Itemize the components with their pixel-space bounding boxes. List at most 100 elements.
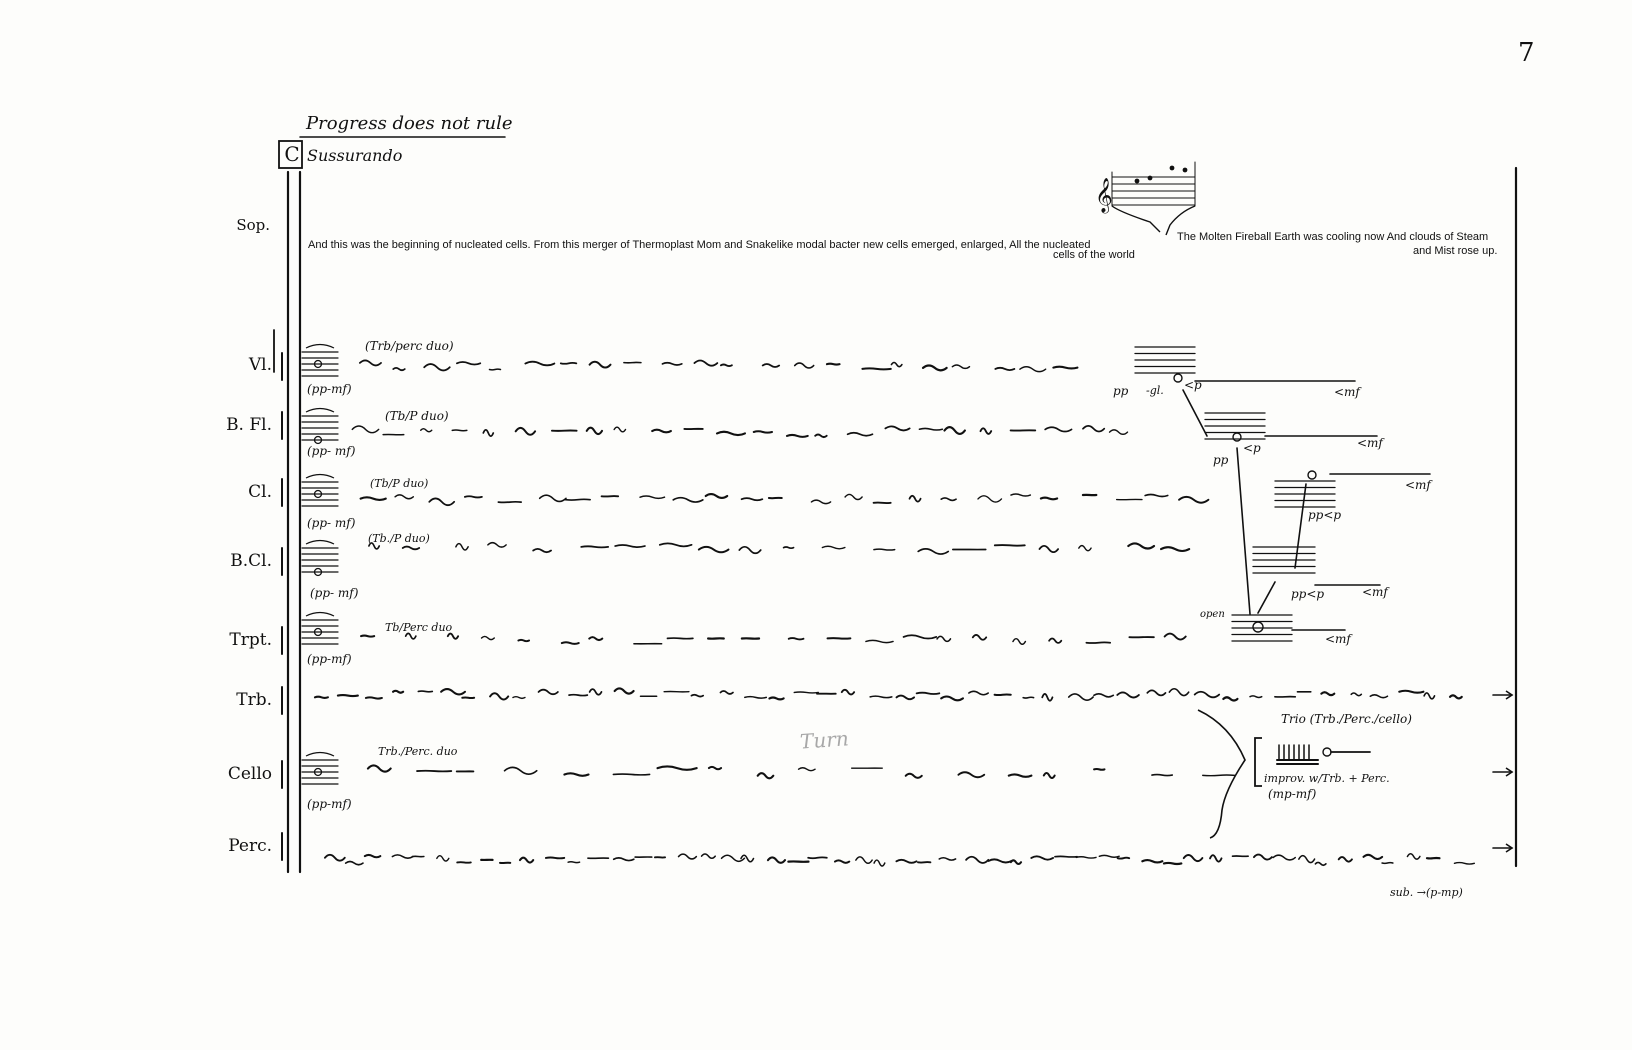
slur-mark (305, 611, 335, 617)
percussion-figure (363, 853, 382, 859)
trombone-figure (1350, 692, 1363, 697)
vl-start-dynamic: pp (1113, 384, 1129, 398)
violin-figure (588, 360, 612, 369)
cello-figure (1042, 772, 1056, 779)
bass-clarinet-figure (782, 546, 795, 550)
percussion-figure (1075, 856, 1097, 859)
trumpet-figure (826, 637, 852, 640)
percussion-figure (436, 855, 450, 862)
trumpet-figure (517, 638, 531, 643)
percussion-figure (855, 856, 873, 865)
clarinet-figure (940, 497, 957, 502)
notehead (313, 627, 323, 637)
trio-dynamic: (mp-mf) (1268, 787, 1317, 801)
bass-flute-figure (846, 431, 874, 437)
violin-figure (359, 359, 382, 367)
bfl-start-dynamic: pp (1213, 453, 1229, 467)
instrument-label-trumpet: Trpt. (229, 630, 272, 650)
lyrics-line-1: And this was the beginning of nucleated … (308, 239, 1091, 251)
bass-clarinet-figure (368, 542, 381, 550)
tempo-marking: Sussurando (307, 146, 403, 165)
bass-clarinet-figure (1038, 545, 1060, 554)
vl-cresc: <p (1184, 378, 1202, 392)
dynamic-bass-clarinet: (pp- mf) (310, 586, 359, 600)
trombone-figure (417, 690, 434, 693)
instrument-label-bass-clarinet: B.Cl. (230, 551, 272, 571)
percussion-figure (1298, 854, 1316, 864)
trio-title: Trio (Trb./Perc./cello) (1281, 712, 1412, 726)
percussion-figure (1253, 853, 1273, 861)
trombone-figure (895, 694, 916, 701)
violin-figure (693, 359, 719, 367)
trumpet-figure (902, 634, 938, 640)
trumpet-figure (404, 632, 417, 640)
connector-line (1294, 483, 1307, 569)
clarinet-figure (394, 494, 415, 500)
bass-flute-figure (1108, 429, 1129, 435)
percussion-figure (544, 856, 566, 860)
trumpet-figure (446, 632, 460, 640)
clarinet-figure (704, 493, 729, 499)
connector-line (1182, 389, 1208, 437)
rehearsal-box (278, 140, 303, 169)
percussion-figure (1030, 855, 1055, 861)
violin-figure (488, 368, 502, 371)
bass-clarinet-figure (917, 548, 950, 555)
trombone-figure (336, 694, 359, 698)
page-number: 7 (1518, 38, 1535, 68)
trombone-figure (537, 688, 559, 696)
trombone-figure (840, 688, 856, 696)
trombone-figure (915, 691, 941, 695)
soprano-note (1147, 175, 1153, 181)
trio-instruction: improv. w/Trb. + Perc. (1264, 772, 1390, 785)
violin-figure (951, 364, 971, 370)
percussion-figure (1162, 861, 1183, 866)
notehead (313, 359, 323, 369)
bass-clarinet-figure (532, 547, 552, 554)
violin-figure (761, 363, 781, 368)
trumpet-figure (1012, 637, 1027, 646)
notehead (313, 567, 323, 577)
cl-end-dynamic: <mf (1405, 478, 1431, 492)
duo-label-bass-clarinet: (Tb./P duo) (368, 532, 430, 545)
cello-figure (1202, 774, 1236, 777)
violin-figure (921, 364, 948, 372)
trombone-figure (313, 695, 329, 700)
percussion-figure (1406, 853, 1421, 860)
bass-flute-figure (1082, 424, 1106, 433)
percussion-figure (766, 856, 787, 864)
cello-figure (656, 765, 698, 771)
trombone-figure (461, 696, 476, 700)
clarinet-figure (639, 495, 666, 500)
bass-clarinet-figure (873, 548, 896, 551)
bass-flute-figure (715, 430, 746, 437)
percussion-figure (391, 854, 414, 859)
clarinet-figure (1039, 496, 1059, 501)
bass-clarinet-figure (1159, 546, 1191, 553)
bfl-cresc: <p (1243, 441, 1261, 455)
percussion-figure (720, 854, 746, 863)
percussion-figure (1272, 854, 1296, 861)
cl-notehead (1307, 470, 1317, 480)
trombone-figure (489, 692, 510, 701)
bcl-cresc: pp<p (1291, 587, 1325, 601)
violin-figure (825, 362, 841, 366)
trio-brace (1197, 709, 1246, 839)
rehearsal-mark: C (284, 142, 300, 166)
bass-flute-figure (482, 429, 495, 437)
cello-figure (1151, 773, 1174, 777)
trombone-figure (1398, 689, 1425, 694)
cello-figure (707, 765, 723, 771)
trio-notehead (1322, 747, 1332, 757)
trombone-figure (869, 695, 893, 699)
percussion-figure (833, 859, 851, 864)
bass-clarinet-figure (697, 545, 730, 554)
trumpet-figure (971, 634, 988, 641)
percussion-figure (1381, 861, 1394, 865)
trumpet-figure (936, 635, 952, 643)
trombone-figure (1193, 690, 1221, 699)
trombone-figure (588, 688, 603, 696)
violin-figure (559, 362, 578, 365)
bass-flute-figure (1044, 426, 1073, 433)
